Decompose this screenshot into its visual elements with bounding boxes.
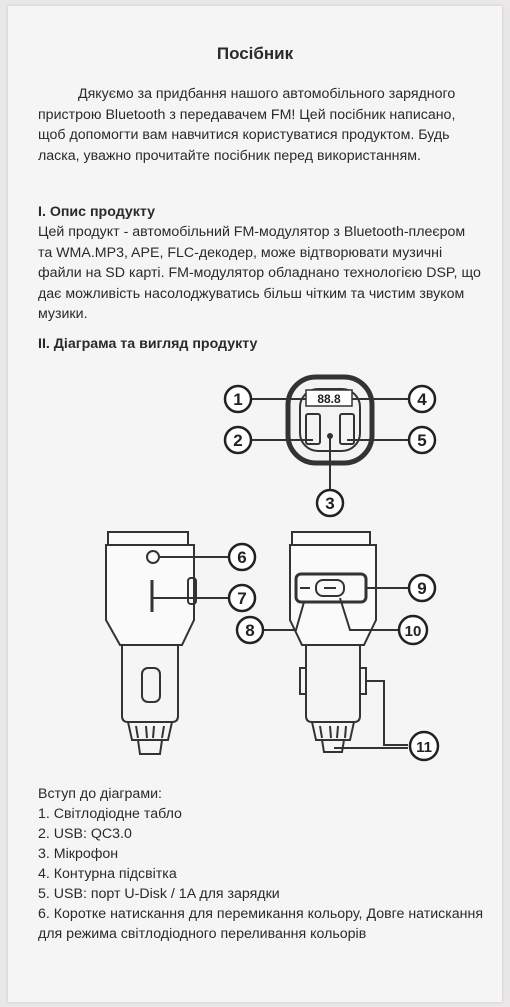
callout-1: 1 — [223, 384, 253, 414]
intro-paragraph: Дякуємо за придбання нашого автомобільно… — [38, 86, 456, 164]
svg-text:6: 6 — [237, 548, 246, 567]
svg-text:11: 11 — [416, 739, 432, 756]
callout-4: 4 — [407, 384, 437, 414]
legend-item: 2. USB: QC3.0 — [38, 826, 132, 842]
callout-2: 2 — [223, 425, 253, 455]
svg-text:1: 1 — [233, 390, 242, 409]
callout-3: 3 — [315, 488, 345, 518]
svg-text:9: 9 — [417, 579, 426, 598]
legend-item: 5. USB: порт U-Disk / 1A для зарядки — [38, 886, 280, 902]
svg-text:10: 10 — [405, 623, 422, 640]
svg-text:7: 7 — [237, 589, 246, 608]
callout-8: 8 — [235, 615, 265, 645]
callouts: 1 2 3 4 5 6 7 8 9 10 11 — [223, 384, 440, 762]
diagram-legend: Вступ до діаграми: 1. Світлодіодне табло… — [38, 784, 488, 944]
led-display-digits: 88.8 — [317, 392, 341, 406]
leader-lines — [152, 398, 408, 749]
legend-item: 6. Коротке натискання для перемикання ко… — [38, 906, 484, 942]
section-1-text: Цей продукт - автомобільний FM-модулятор… — [38, 224, 481, 322]
section-1-heading: I. Опис продукту — [38, 204, 156, 220]
front-view — [289, 531, 377, 753]
svg-text:5: 5 — [417, 431, 426, 450]
callout-6: 6 — [227, 542, 257, 572]
callout-5: 5 — [407, 425, 437, 455]
svg-text:4: 4 — [417, 390, 427, 409]
legend-title: Вступ до діаграми: — [38, 786, 162, 802]
page-title: Посібник — [216, 44, 294, 63]
manual-page — [8, 6, 502, 1002]
svg-text:2: 2 — [233, 431, 242, 450]
callout-7: 7 — [227, 583, 257, 613]
svg-text:8: 8 — [245, 621, 254, 640]
top-view — [285, 374, 375, 466]
legend-item: 1. Світлодіодне табло — [38, 806, 182, 822]
legend-item: 4. Контурна підсвітка — [38, 866, 177, 882]
section-2-heading: II. Діаграма та вигляд продукту — [38, 336, 258, 352]
callout-9: 9 — [407, 573, 437, 603]
svg-text:3: 3 — [325, 494, 334, 513]
callout-10: 10 — [397, 614, 429, 646]
legend-item: 3. Мікрофон — [38, 846, 119, 862]
callout-11: 11 — [408, 730, 440, 762]
side-view — [105, 531, 197, 755]
